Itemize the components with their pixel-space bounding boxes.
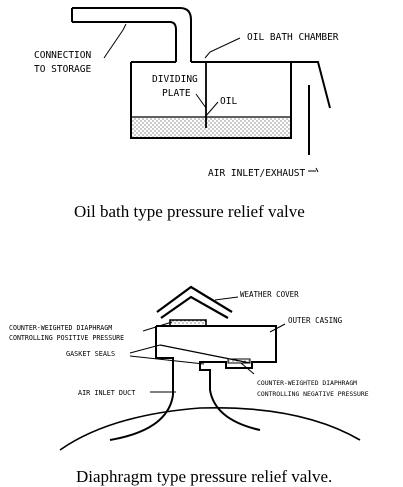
leader-oil (204, 101, 219, 118)
figure1-leader-lines (103, 23, 319, 173)
diaphragm-valve-diagram (59, 285, 361, 451)
label-air-inlet-duct: AIR INLET DUCT (78, 389, 135, 397)
label-air-inlet-exhaust: AIR INLET/EXHAUST (208, 168, 306, 179)
leader-outer-casing (269, 323, 286, 333)
label-connection-line1: CONNECTION (34, 50, 91, 61)
label-cw-negative-line2: CONTROLLING NEGATIVE PRESSURE (257, 390, 369, 398)
leader-cw-negative (240, 362, 255, 375)
caption-diaphragm: Diaphragm type pressure relief valve. (76, 467, 332, 486)
leader-connection (103, 23, 127, 59)
leader-dividing-plate (195, 93, 207, 109)
leader-weather-cover (214, 296, 239, 301)
label-oil: OIL (220, 96, 237, 107)
positive-diaphragm-weight (170, 320, 206, 324)
label-cw-positive-line1: COUNTER-WEIGHTED DIAPHRAGM (9, 324, 112, 332)
chamber-top-right (191, 61, 331, 109)
outer-casing (155, 325, 277, 395)
leader-oil-bath-chamber (204, 37, 241, 59)
label-oil-bath-chamber: OIL BATH CHAMBER (247, 32, 339, 43)
oil-region (132, 117, 290, 137)
leader-gasket-2 (129, 355, 205, 365)
label-cw-positive-line2: CONTROLLING POSITIVE PRESSURE (9, 334, 124, 342)
connection-pipe (72, 7, 192, 62)
caption-oil-bath: Oil bath type pressure relief valve (74, 202, 305, 221)
air-inlet-duct (109, 389, 261, 441)
label-dividing-line1: DIVIDING (152, 74, 198, 85)
label-outer-casing: OUTER CASING (288, 316, 343, 325)
tank-surface (59, 406, 361, 451)
weather-cover (156, 285, 233, 319)
negative-diaphragm-weight (227, 358, 251, 364)
leader-air-inlet (315, 167, 319, 173)
label-dividing-line2: PLATE (162, 88, 191, 99)
oil-bath-valve-diagram (71, 7, 331, 155)
label-weather-cover: WEATHER COVER (240, 290, 299, 299)
label-connection-line2: TO STORAGE (34, 64, 91, 75)
label-cw-negative-line1: COUNTER-WEIGHTED DIAPHRAGM (257, 379, 357, 387)
leader-gasket-1 (129, 344, 161, 354)
figure2-leader-lines (129, 296, 286, 393)
leader-cw-positive (142, 321, 173, 332)
label-gasket-seals: GASKET SEALS (66, 350, 115, 358)
